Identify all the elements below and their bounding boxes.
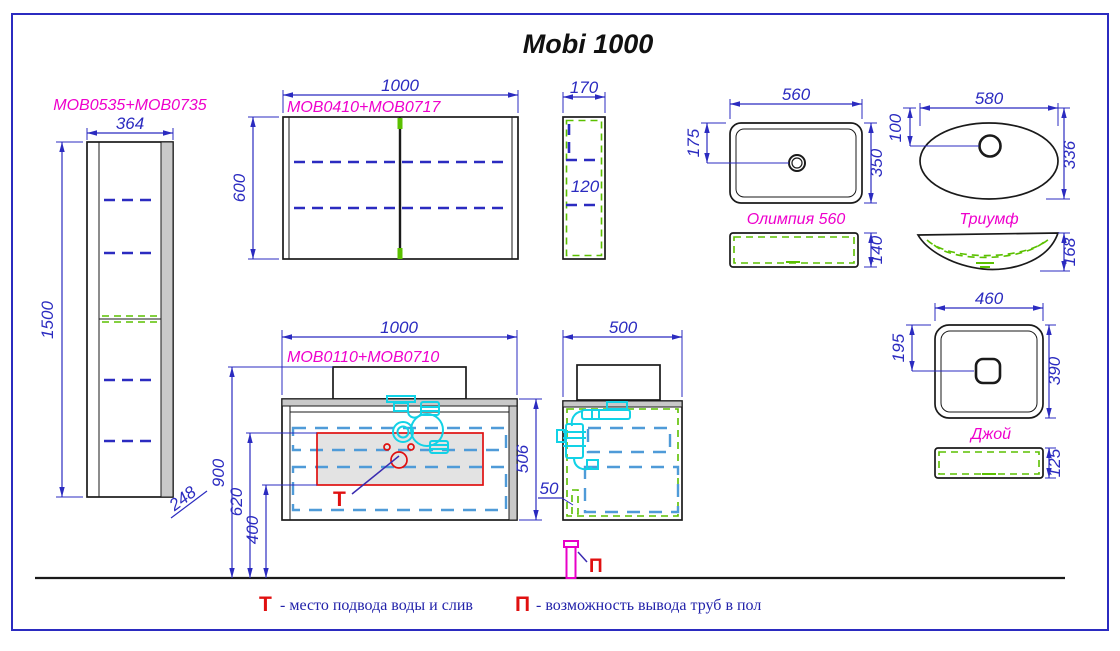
sink-olimpia-top-view: 560 175 350 Олимпия 560 140: [684, 85, 886, 268]
hinge-mark: [397, 118, 403, 129]
p-mark: П: [589, 556, 603, 577]
mirror-cabinet-label: MOB0410+MOB0717: [287, 99, 442, 116]
legend: Т - место подвода воды и слив П - возмож…: [259, 593, 761, 616]
mirror-height-dim: 600: [230, 173, 249, 202]
joy-label: Джой: [969, 426, 1011, 443]
legend-t-symbol: Т: [259, 593, 272, 616]
triumf-depth-dim: 336: [1060, 140, 1079, 169]
triumf-side-view: [916, 232, 1060, 271]
joy-hole-dim: 195: [889, 333, 908, 362]
t-mark: Т: [333, 488, 346, 511]
tall-cabinet-height-dim: 1500: [38, 301, 57, 339]
triumf-height-dim: 168: [1060, 237, 1079, 266]
sheet-border: [11, 13, 1109, 631]
drain-outlet-icon: [390, 451, 408, 469]
legend-p-symbol: П: [515, 593, 530, 616]
drawer-outline: [291, 426, 508, 452]
mirror-width-dim: 1000: [381, 76, 419, 95]
sink-joy-top-view: 460 195 390 Джой 125: [889, 289, 1064, 479]
siphon-side-icon: [556, 401, 631, 471]
joy-width-dim: 460: [975, 289, 1004, 308]
plinth-gap-mark: [571, 489, 579, 515]
tall-cabinet-label: MOB0535+MOB0735: [53, 97, 207, 114]
vanity-side-view: 500 50 П: [538, 318, 683, 579]
drawer-outline: [583, 465, 680, 514]
tall-cabinet-front-view: MOB0535+MOB0735 364 1500 248: [38, 97, 208, 519]
triumf-label: Триумф: [959, 211, 1018, 228]
hinge-mark: [397, 248, 403, 259]
triumf-hole-dim: 100: [886, 113, 905, 142]
sink-triumf-top-view: 580 100 336 Триумф 168: [886, 89, 1079, 272]
olimpia-height-dim: 140: [867, 235, 886, 264]
mirror-cabinet-side-view: 170 120: [562, 78, 606, 260]
triumf-bowl: [919, 122, 1059, 200]
mirror-depth-dim: 170: [570, 78, 599, 97]
joy-side-view: [934, 447, 1044, 479]
vanity-sink-block: [332, 366, 467, 400]
drawer-outline: [586, 426, 672, 454]
olimpia-side-view: [729, 232, 859, 268]
olimpia-hole-dim: 175: [684, 128, 703, 157]
vanity-total-height-dim: 900: [209, 458, 228, 487]
olimpia-label: Олимпия 560: [747, 211, 846, 228]
drain-icon: [974, 357, 1002, 385]
water-supply-zone-border: [316, 432, 484, 486]
olimpia-depth-dim: 350: [867, 148, 886, 177]
mirror-inner-dim: 120: [571, 177, 600, 196]
mirror-cabinet-front-view: 1000 MOB0410+MOB0717 600: [230, 76, 519, 260]
vanity-cabinet-height-dim: 506: [513, 444, 532, 473]
vanity-drain-height-dim: 620: [227, 487, 246, 516]
vanity-supply-height-dim: 400: [243, 515, 262, 544]
joy-height-dim: 125: [1045, 448, 1064, 477]
tall-cabinet-width-dim: 364: [116, 114, 144, 133]
vanity-side-cabinet: [562, 400, 683, 521]
siphon-plumbing-icon: [386, 395, 449, 454]
mirror-side-body: [562, 116, 606, 260]
faucet-hole-icon: [978, 134, 1002, 158]
vanity-label: MOB0110+MOB0710: [287, 349, 439, 366]
legend-t-text: - место подвода воды и слив: [280, 597, 473, 614]
vanity-side-sink-block: [576, 364, 661, 401]
vanity-floor-gap-dim: 50: [540, 479, 559, 498]
page-title: Mobi 1000: [523, 29, 654, 59]
vanity-front-view: 1000 MOB0110+MOB0710: [209, 318, 542, 578]
floor-pipe-icon: [565, 546, 577, 579]
joy-depth-dim: 390: [1045, 356, 1064, 385]
olimpia-width-dim: 560: [782, 85, 811, 104]
triumf-width-dim: 580: [975, 89, 1004, 108]
legend-p-text: - возможность вывода труб в пол: [536, 597, 761, 614]
drawer-outline: [291, 465, 508, 512]
vanity-width-dim: 1000: [380, 318, 418, 337]
vanity-depth-dim: 500: [609, 318, 638, 337]
